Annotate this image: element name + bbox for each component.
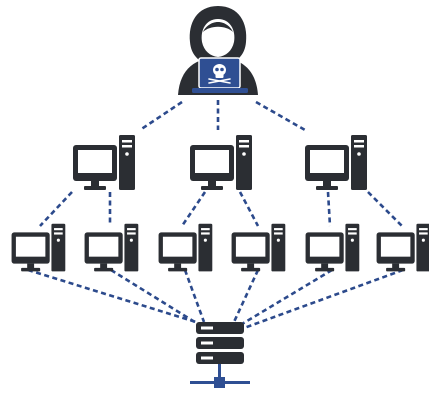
connector-line bbox=[243, 268, 404, 330]
hacker-node bbox=[178, 6, 258, 95]
connector-line bbox=[232, 269, 260, 323]
connector-line bbox=[27, 268, 197, 324]
connector-line bbox=[110, 268, 199, 326]
desktop-computer-icon bbox=[158, 223, 213, 272]
skull-icon bbox=[208, 64, 231, 84]
desktop-computer-icon bbox=[231, 223, 286, 272]
connector-line bbox=[39, 191, 73, 227]
desktop-computer-icon bbox=[305, 223, 360, 272]
connector-line bbox=[367, 191, 403, 227]
connector-line bbox=[255, 100, 306, 132]
connector-line bbox=[238, 191, 260, 227]
desktop-computer-icon bbox=[376, 223, 429, 272]
desktop-computer-icon bbox=[73, 135, 135, 190]
connector-line bbox=[241, 268, 333, 326]
desktop-computer-icon bbox=[305, 135, 367, 190]
connector-line bbox=[139, 100, 183, 132]
desktop-computer-icon bbox=[84, 223, 139, 272]
server-network-connector bbox=[190, 364, 250, 388]
desktop-computer-icon bbox=[11, 223, 66, 272]
connector-line bbox=[180, 191, 207, 227]
connector-line bbox=[326, 191, 332, 227]
connector-lines bbox=[27, 100, 404, 330]
desktop-computer-icon bbox=[190, 135, 252, 190]
server-rack-icon bbox=[196, 322, 244, 364]
connector-line bbox=[183, 269, 206, 323]
